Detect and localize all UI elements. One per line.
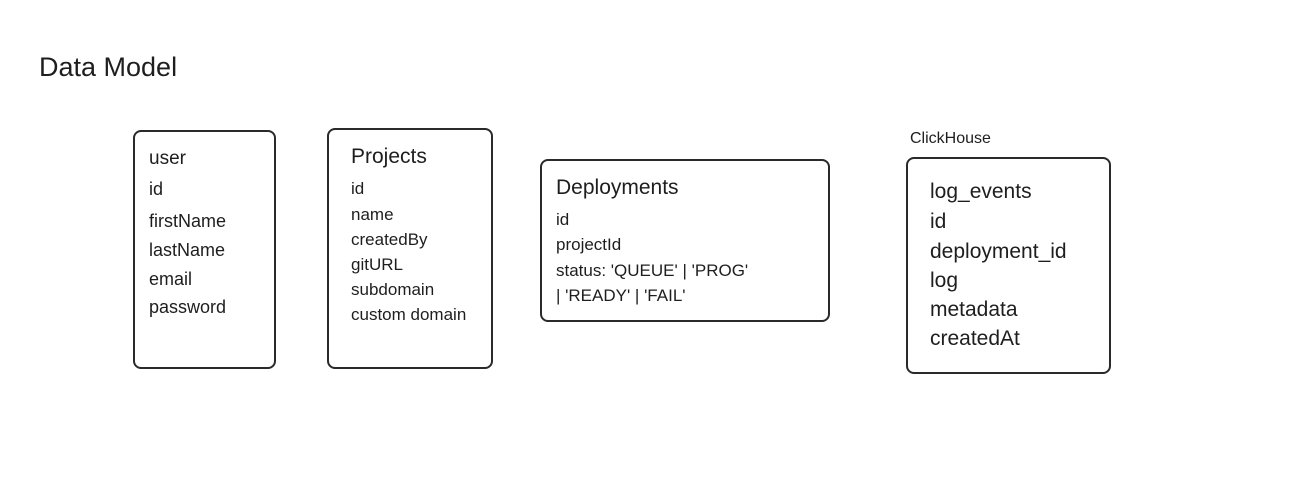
entity-field: password	[149, 297, 227, 317]
entity-field: email	[149, 269, 193, 289]
entity-field: id	[930, 210, 947, 233]
entity-field: metadata	[930, 298, 1018, 321]
entity-field: name	[351, 205, 394, 224]
entity-box-deployments[interactable]: Deployments id projectId status: 'QUEUE'…	[540, 159, 830, 322]
entity-field: id	[351, 179, 365, 198]
entity-field: custom domain	[351, 305, 467, 324]
entity-field: createdBy	[351, 230, 428, 249]
entity-field: createdAt	[930, 327, 1020, 350]
entity-field: id	[149, 179, 164, 199]
entity-field: gitURL	[351, 255, 403, 274]
entity-field: subdomain	[351, 280, 435, 299]
page-title: Data Model	[39, 52, 178, 82]
entity-box-log-events[interactable]: log_events id deployment_id log metadata…	[906, 157, 1111, 374]
entity-field: id	[556, 210, 570, 229]
entity-field: projectId	[556, 235, 622, 254]
entity-field: | 'READY' | 'FAIL'	[556, 286, 686, 305]
entity-heading: user	[149, 148, 186, 169]
entity-field: status: 'QUEUE' | 'PROG'	[556, 261, 749, 280]
entity-field: log	[930, 269, 959, 292]
group-label-clickhouse: ClickHouse	[910, 130, 991, 147]
entity-heading: log_events	[930, 180, 1032, 203]
entity-field: firstName	[149, 211, 227, 231]
entity-field: lastName	[149, 240, 226, 260]
entity-box-projects[interactable]: Projects id name createdBy gitURL subdom…	[327, 128, 493, 369]
entity-heading: Projects	[351, 145, 427, 168]
entity-box-user[interactable]: user id firstName lastName email passwor…	[133, 130, 276, 369]
entity-heading: Deployments	[556, 176, 679, 199]
entity-field: deployment_id	[930, 240, 1067, 263]
